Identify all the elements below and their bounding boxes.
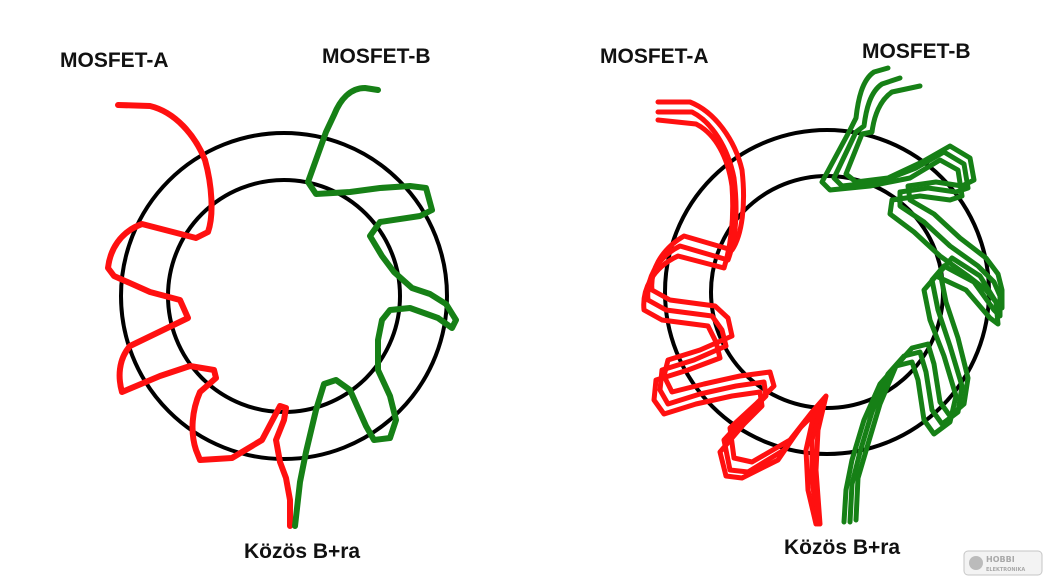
right-winding-a-strand-2 <box>645 109 823 527</box>
right-winding-b-strand-2 <box>831 75 1003 525</box>
watermark-logo: HOBBI ELEKTRONIKA <box>963 550 1043 576</box>
left-winding-b <box>292 85 459 529</box>
left-core-outer-ring <box>119 131 449 461</box>
watermark-circle-icon <box>969 556 983 570</box>
watermark-badge <box>963 550 1043 576</box>
right-label-mosfet-b: MOSFET-B <box>862 40 971 63</box>
left-label-mosfet-b: MOSFET-B <box>322 45 431 68</box>
watermark-text: HOBBI <box>986 555 1015 564</box>
right-winding-a-strand-1 <box>649 99 829 527</box>
right-toroid-diagram <box>641 65 1005 527</box>
right-winding-b <box>819 65 1005 525</box>
watermark-subtext: ELEKTRONIKA <box>986 567 1025 573</box>
left-core-inner-ring <box>166 178 402 414</box>
right-winding-b-strand-3 <box>843 83 1005 523</box>
left-toroid-diagram <box>105 85 459 529</box>
right-winding-b-strand-1 <box>819 65 1001 525</box>
right-label-mosfet-a: MOSFET-A <box>600 45 709 68</box>
right-label-common: Közös B+ra <box>784 536 900 559</box>
right-winding-a-strand-3 <box>641 117 819 527</box>
left-label-mosfet-a: MOSFET-A <box>60 49 169 72</box>
left-winding-a <box>105 102 293 529</box>
right-winding-a <box>641 99 829 527</box>
left-label-common: Közös B+ra <box>244 540 360 563</box>
